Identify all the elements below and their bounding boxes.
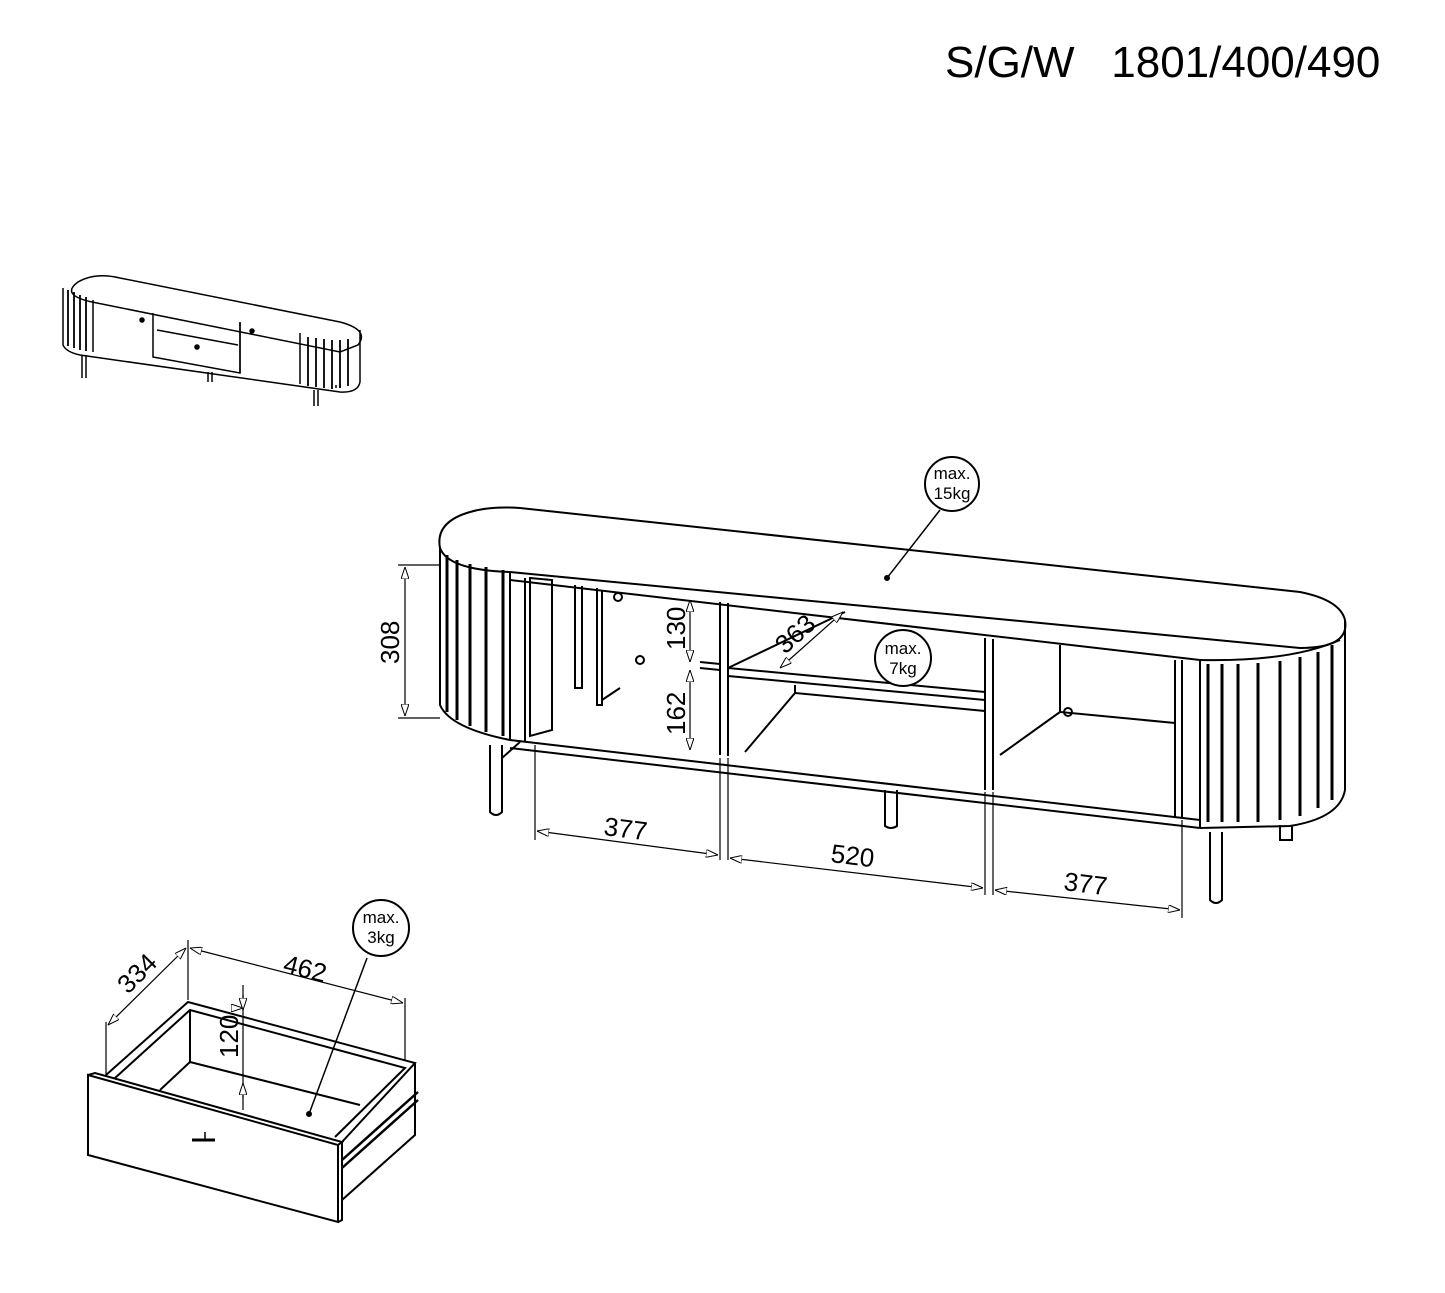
svg-text:3kg: 3kg [367, 928, 394, 947]
drawer-load-bubble: max. 3kg [352, 899, 410, 957]
main-cabinet-drawing [438, 506, 1347, 904]
center-width-dimension-label: 520 [829, 838, 876, 873]
drawer-height-dimension-label: 120 [214, 1015, 244, 1058]
model-code: S/G/W [945, 38, 1075, 87]
svg-text:15kg: 15kg [934, 484, 971, 503]
thumbnail-cabinet [62, 275, 363, 406]
upper-gap-dimension-label: 130 [661, 607, 691, 650]
product-spec-title: S/G/W 1801/400/490 [945, 38, 1380, 88]
top-load-bubble: max. 15kg [924, 456, 980, 512]
svg-text:max.: max. [934, 464, 971, 483]
overall-dimensions: 1801/400/490 [1111, 38, 1381, 87]
lower-gap-dimension-label: 162 [661, 692, 691, 735]
svg-text:max.: max. [363, 908, 400, 927]
right-width-dimension-label: 377 [1062, 866, 1109, 901]
drawer-depth-dimension-label: 334 [111, 947, 163, 999]
drawer-drawing [87, 957, 419, 1224]
svg-text:max.: max. [885, 639, 922, 658]
left-width-dimension-label: 377 [602, 811, 649, 846]
cabinet-dimension-lines [398, 564, 1183, 918]
svg-text:7kg: 7kg [889, 659, 916, 678]
shelf-load-bubble: max. 7kg [874, 629, 932, 687]
drawer-width-dimension-label: 462 [281, 949, 330, 989]
height-dimension-label: 308 [375, 621, 405, 664]
drawer-dimension-lines [105, 940, 406, 1110]
